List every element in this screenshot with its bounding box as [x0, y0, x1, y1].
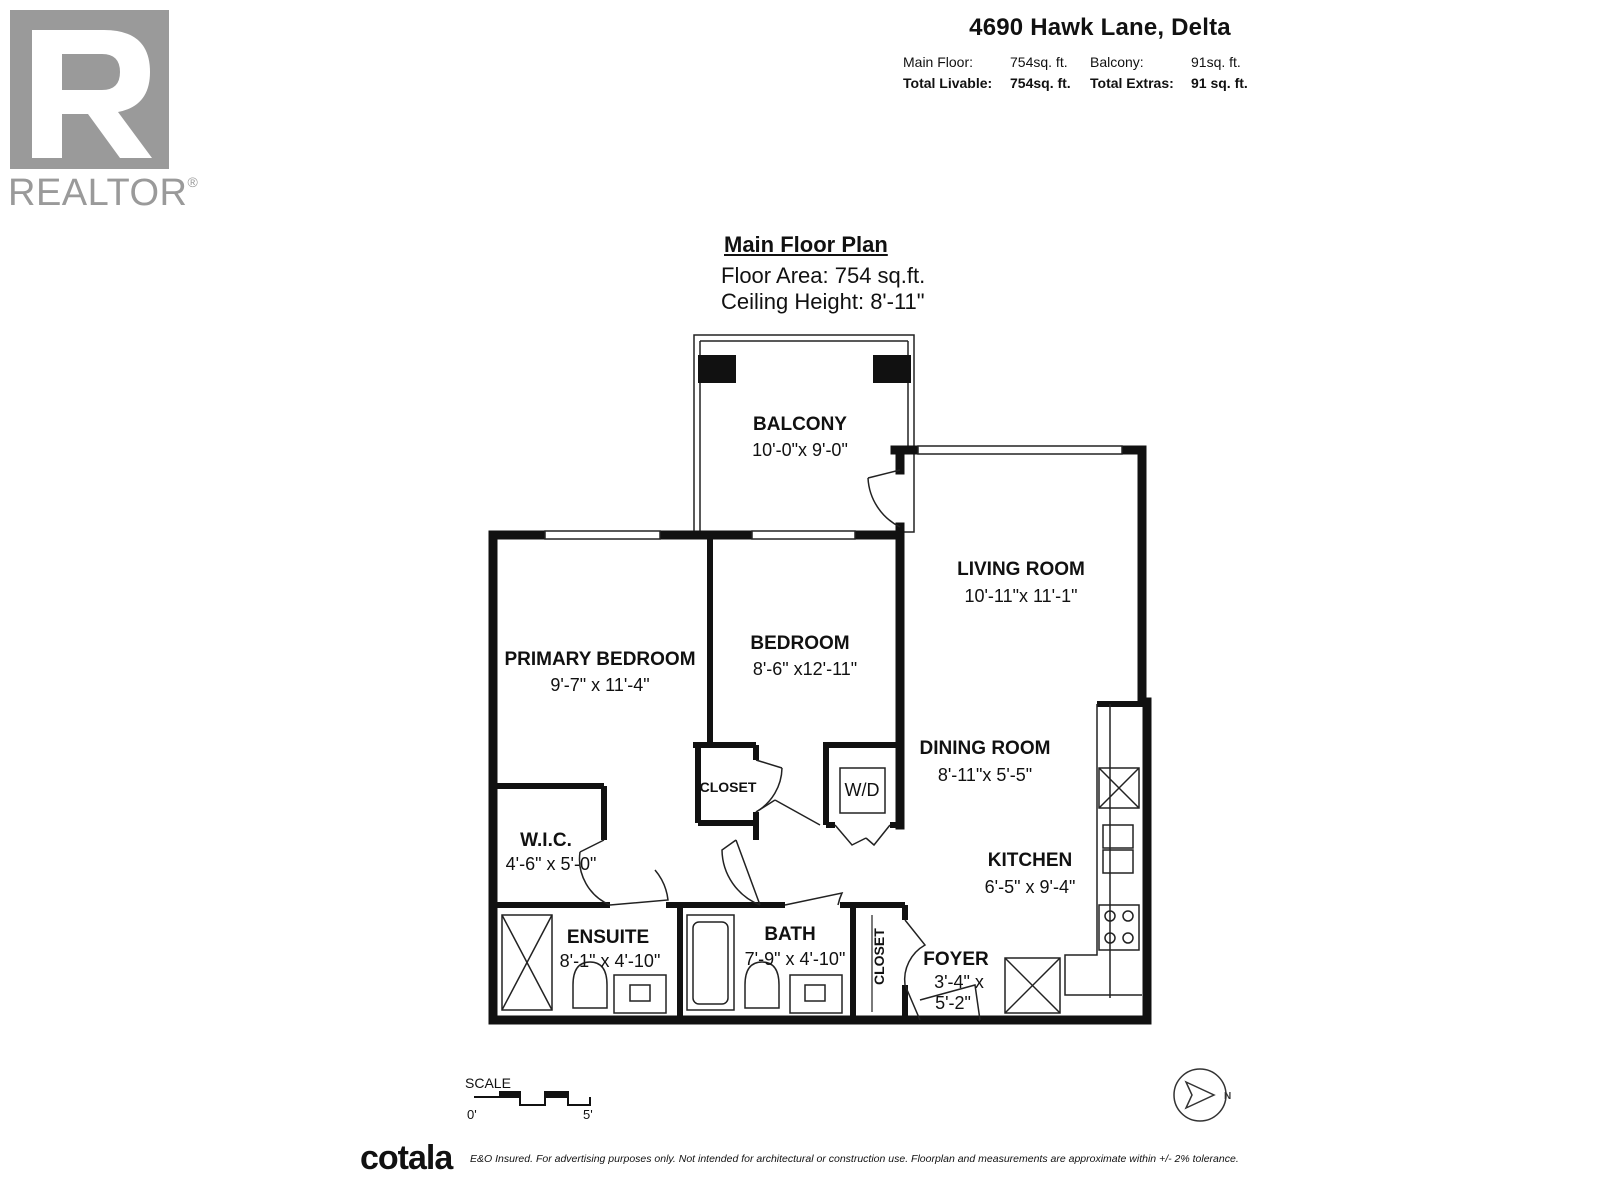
main-floor-label: Main Floor: — [903, 54, 974, 70]
realtor-wordmark: REALTOR® — [8, 172, 198, 215]
planter-left — [698, 355, 736, 383]
windows — [544, 445, 1123, 540]
compass-icon — [1173, 1068, 1227, 1122]
total-extras-value: 91 sq. ft. — [1191, 75, 1248, 91]
total-livable-label: Total Livable: — [903, 75, 993, 91]
registered-mark: ® — [187, 174, 199, 190]
scale-start: 0' — [467, 1107, 477, 1122]
dining-room-label: DINING ROOM — [920, 738, 1051, 759]
brand-logo: cotala — [360, 1139, 453, 1177]
ensuite-dims: 8'-1" x 4'-10" — [560, 951, 661, 971]
kitchen-counter — [1064, 704, 1142, 998]
plan-title: Main Floor Plan — [724, 232, 888, 257]
compass-north-label: N — [1224, 1091, 1231, 1102]
total-extras-label: Total Extras: — [1090, 75, 1174, 91]
living-room-dims: 10'-11"x 11'-1" — [964, 586, 1077, 606]
scale-bar — [474, 1091, 591, 1106]
floor-area-text: Floor Area: 754 sq.ft. — [721, 263, 926, 288]
kitchen-label: KITCHEN — [988, 850, 1072, 871]
realtor-r-icon — [10, 10, 169, 169]
doors — [578, 469, 981, 1021]
foyer-dims-line1: 3'-4" x — [934, 972, 984, 992]
foyer-dims-line2: 5'-2" — [935, 993, 971, 1013]
balcony-label: BALCONY — [753, 414, 847, 435]
scale-label: SCALE — [465, 1075, 511, 1091]
bedroom-dims: 8'-6" x12'-11" — [753, 659, 857, 679]
wic-dims: 4'-6" x 5'-0" — [506, 854, 597, 874]
washer-dryer-label: W/D — [845, 780, 880, 800]
scale-end: 5' — [583, 1107, 593, 1122]
primary-bedroom-label: PRIMARY BEDROOM — [504, 649, 695, 670]
primary-bedroom-dims: 9'-7" x 11'-4" — [550, 675, 649, 695]
bedroom-closet-label: CLOSET — [700, 779, 757, 795]
balcony-area-label: Balcony: — [1090, 54, 1144, 70]
bath-fixtures — [686, 914, 843, 1014]
kitchen-dims: 6'-5" x 9'-4" — [985, 877, 1076, 897]
property-address: 4690 Hawk Lane, Delta — [969, 14, 1231, 41]
realtor-logo-mark — [10, 10, 169, 169]
living-room-label: LIVING ROOM — [957, 559, 1085, 580]
fridge — [1004, 957, 1061, 1014]
disclaimer-text: E&O Insured. For advertising purposes on… — [470, 1153, 1239, 1165]
main-floor-value: 754sq. ft. — [1010, 54, 1068, 70]
balcony-area-value: 91sq. ft. — [1191, 54, 1241, 70]
foyer-closet-label: CLOSET — [871, 928, 887, 985]
ensuite-fixtures — [501, 914, 667, 1014]
interior-walls — [493, 535, 1147, 1020]
exterior-walls — [488, 445, 1152, 1025]
washer-dryer-box — [839, 767, 886, 814]
total-livable-value: 754sq. ft. — [1010, 75, 1071, 91]
dining-room-dims: 8'-11"x 5'-5" — [938, 765, 1032, 785]
balcony-dims: 10'-0"x 9'-0" — [752, 440, 848, 460]
foyer-label: FOYER — [923, 949, 989, 970]
planter-right — [873, 355, 911, 383]
ensuite-label: ENSUITE — [567, 927, 649, 948]
bedroom-label: BEDROOM — [750, 633, 849, 654]
wic-label: W.I.C. — [520, 830, 572, 851]
bath-dims: 7'-9" x 4'-10" — [745, 949, 846, 969]
realtor-word: REALTOR — [8, 172, 188, 214]
ceiling-height-text: Ceiling Height: 8'-11" — [721, 289, 925, 314]
bath-label: BATH — [764, 924, 815, 945]
